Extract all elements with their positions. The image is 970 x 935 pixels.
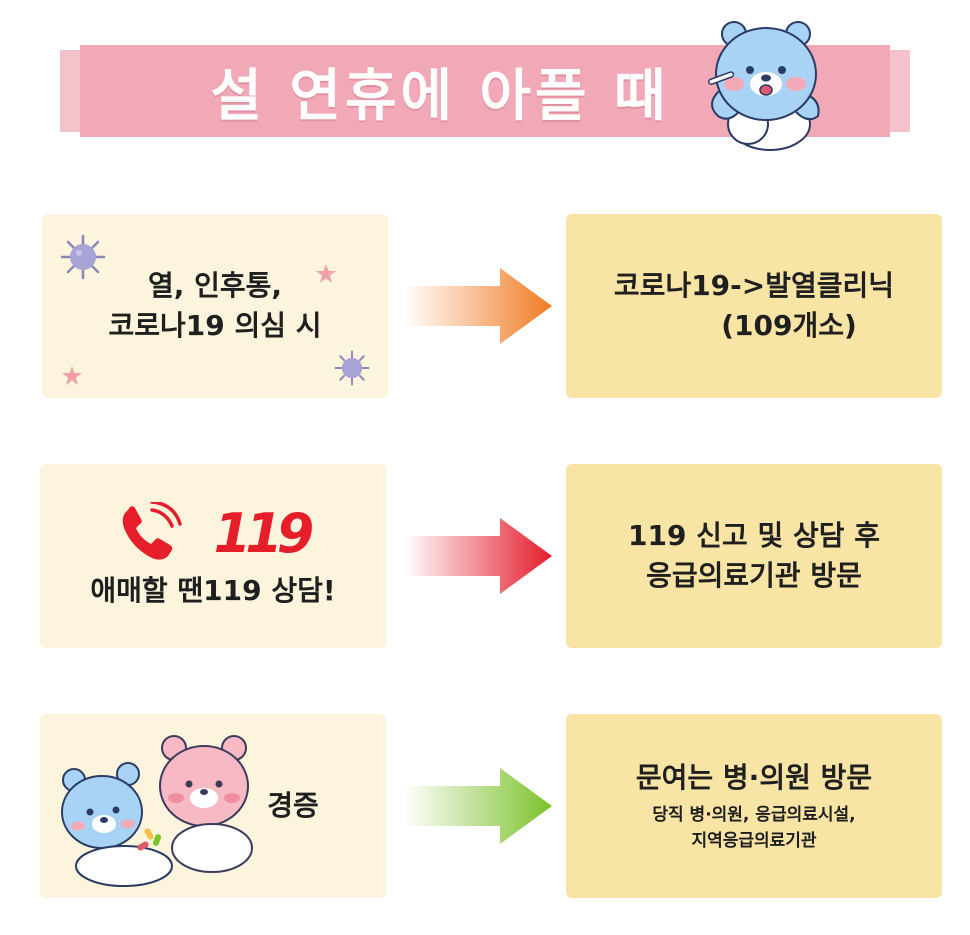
row1-left-card: 열, 인후통, 코로나19 의심 시 bbox=[42, 214, 388, 398]
row1-right-line2: (109개소) bbox=[721, 309, 857, 342]
virus-icon bbox=[334, 350, 370, 386]
logo-119: 119 bbox=[213, 501, 315, 565]
blue-bear-icon bbox=[707, 21, 820, 151]
row3-right-sub2: 지역응급의료기관 bbox=[691, 831, 817, 851]
star-icon bbox=[62, 366, 82, 385]
pink-bear-icon bbox=[159, 735, 253, 873]
row2-arrow-icon bbox=[404, 518, 552, 594]
row1-right-card: 코로나19->발열클리닉 (109개소) bbox=[566, 214, 942, 398]
row2-left-card: 119 애매할 땐119 상담! bbox=[40, 464, 386, 648]
row2-right-card: 119 신고 및 상담 후 응급의료기관 방문 bbox=[566, 464, 942, 648]
logo-119-group: 119 bbox=[118, 501, 315, 565]
row1-arrow-icon bbox=[404, 268, 552, 344]
virus-icon bbox=[60, 234, 106, 280]
row1-left-line2: 코로나19 의심 시 bbox=[108, 309, 322, 342]
row3-right-title: 문여는 병·의원 방문 bbox=[635, 761, 873, 794]
phone-icon bbox=[122, 502, 182, 560]
row2-left-line1: 애매할 땐119 상담! bbox=[90, 573, 336, 607]
row3-arrow-icon bbox=[404, 768, 552, 844]
blue-bear-small-icon bbox=[61, 762, 173, 887]
row2-right-line1: 119 신고 및 상담 후 bbox=[627, 519, 880, 552]
row2-right-line2: 응급의료기관 방문 bbox=[646, 559, 862, 592]
row3-left-line1: 경증 bbox=[267, 789, 319, 822]
bears-illustration-icon bbox=[61, 735, 253, 887]
row3-right-card: 문여는 병·의원 방문 당직 병·의원, 응급의료시설, 지역응급의료기관 bbox=[566, 714, 942, 898]
row1-right-line1: 코로나19->발열클리닉 bbox=[613, 269, 895, 302]
page-title: 설 연휴에 아플 때 bbox=[210, 63, 670, 129]
star-icon bbox=[316, 264, 336, 283]
row1-left-line1: 열, 인후통, bbox=[147, 269, 283, 302]
row3-right-sub1: 당직 병·의원, 응급의료시설, bbox=[652, 805, 856, 825]
